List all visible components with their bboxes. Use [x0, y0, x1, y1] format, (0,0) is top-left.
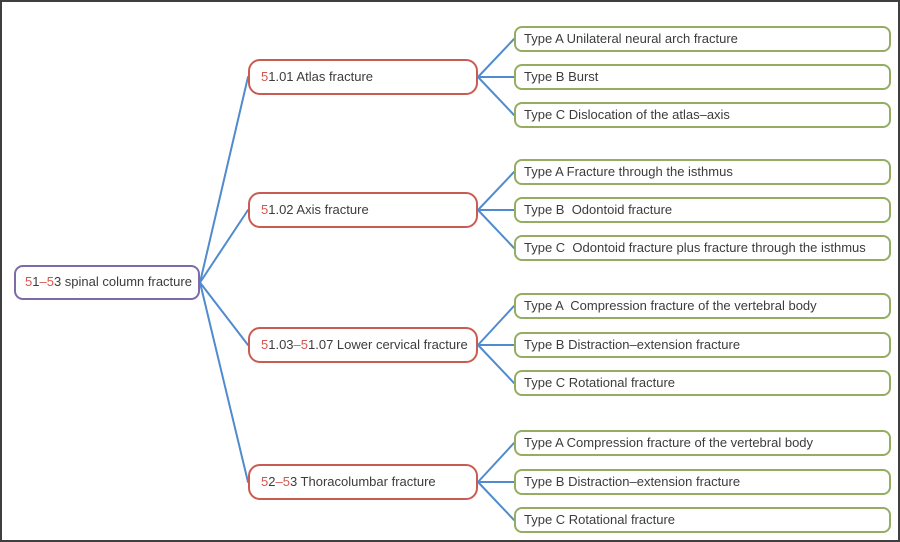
branch-label: 51.03–51.07 Lower cervical fracture — [261, 336, 468, 352]
leaf-label: Type C Rotational fracture — [524, 511, 676, 527]
leaf-node-type-a: Type A Fracture through the isthmus — [514, 159, 891, 185]
leaf-label: Type A Compression fracture of the verte… — [524, 434, 814, 450]
leaf-node-type-a: Type A Compression fracture of the verte… — [514, 293, 891, 319]
leaf-node-type-b: Type B Burst — [514, 64, 891, 90]
leaf-label: Type C Dislocation of the atlas–axis — [524, 106, 730, 122]
leaf-label: Type B Distraction–extension fracture — [524, 336, 741, 352]
leaf-node-type-a: Type A Compression fracture of the verte… — [514, 430, 891, 456]
leaf-label: Type A Compression fracture of the verte… — [524, 297, 817, 313]
leaf-label: Type B Distraction–extension fracture — [524, 473, 741, 489]
leaf-label: Type A Fracture through the isthmus — [524, 163, 733, 179]
leaf-node-type-c: Type C Dislocation of the atlas–axis — [514, 102, 891, 128]
root-node: 51–53 spinal column fracture — [14, 265, 200, 300]
leaf-node-type-a: Type A Unilateral neural arch fracture — [514, 26, 891, 52]
branch-label: 51.02 Axis fracture — [261, 201, 369, 217]
leaf-node-type-c: Type C Odontoid fracture plus fracture t… — [514, 235, 891, 261]
leaf-label: Type B Burst — [524, 68, 599, 84]
branch-node-thoracolumbar-fracture: 52–53 Thoracolumbar fracture — [248, 464, 478, 500]
leaf-node-type-c: Type C Rotational fracture — [514, 370, 891, 396]
leaf-node-type-b: Type B Distraction–extension fracture — [514, 469, 891, 495]
leaf-node-type-b: Type B Odontoid fracture — [514, 197, 891, 223]
root-label: 51–53 spinal column fracture — [25, 274, 192, 290]
branch-label: 51.01 Atlas fracture — [261, 68, 374, 84]
leaf-label: Type C Rotational fracture — [524, 374, 676, 390]
leaf-label: Type B Odontoid fracture — [524, 201, 673, 217]
branch-node-lower-cervical-fracture: 51.03–51.07 Lower cervical fracture — [248, 327, 478, 363]
leaf-label: Type A Unilateral neural arch fracture — [524, 30, 738, 46]
branch-node-atlas-fracture: 51.01 Atlas fracture — [248, 59, 478, 95]
leaf-node-type-c: Type C Rotational fracture — [514, 507, 891, 533]
leaf-node-type-b: Type B Distraction–extension fracture — [514, 332, 891, 358]
branch-node-axis-fracture: 51.02 Axis fracture — [248, 192, 478, 228]
leaf-label: Type C Odontoid fracture plus fracture t… — [524, 239, 866, 255]
branch-label: 52–53 Thoracolumbar fracture — [261, 473, 436, 489]
